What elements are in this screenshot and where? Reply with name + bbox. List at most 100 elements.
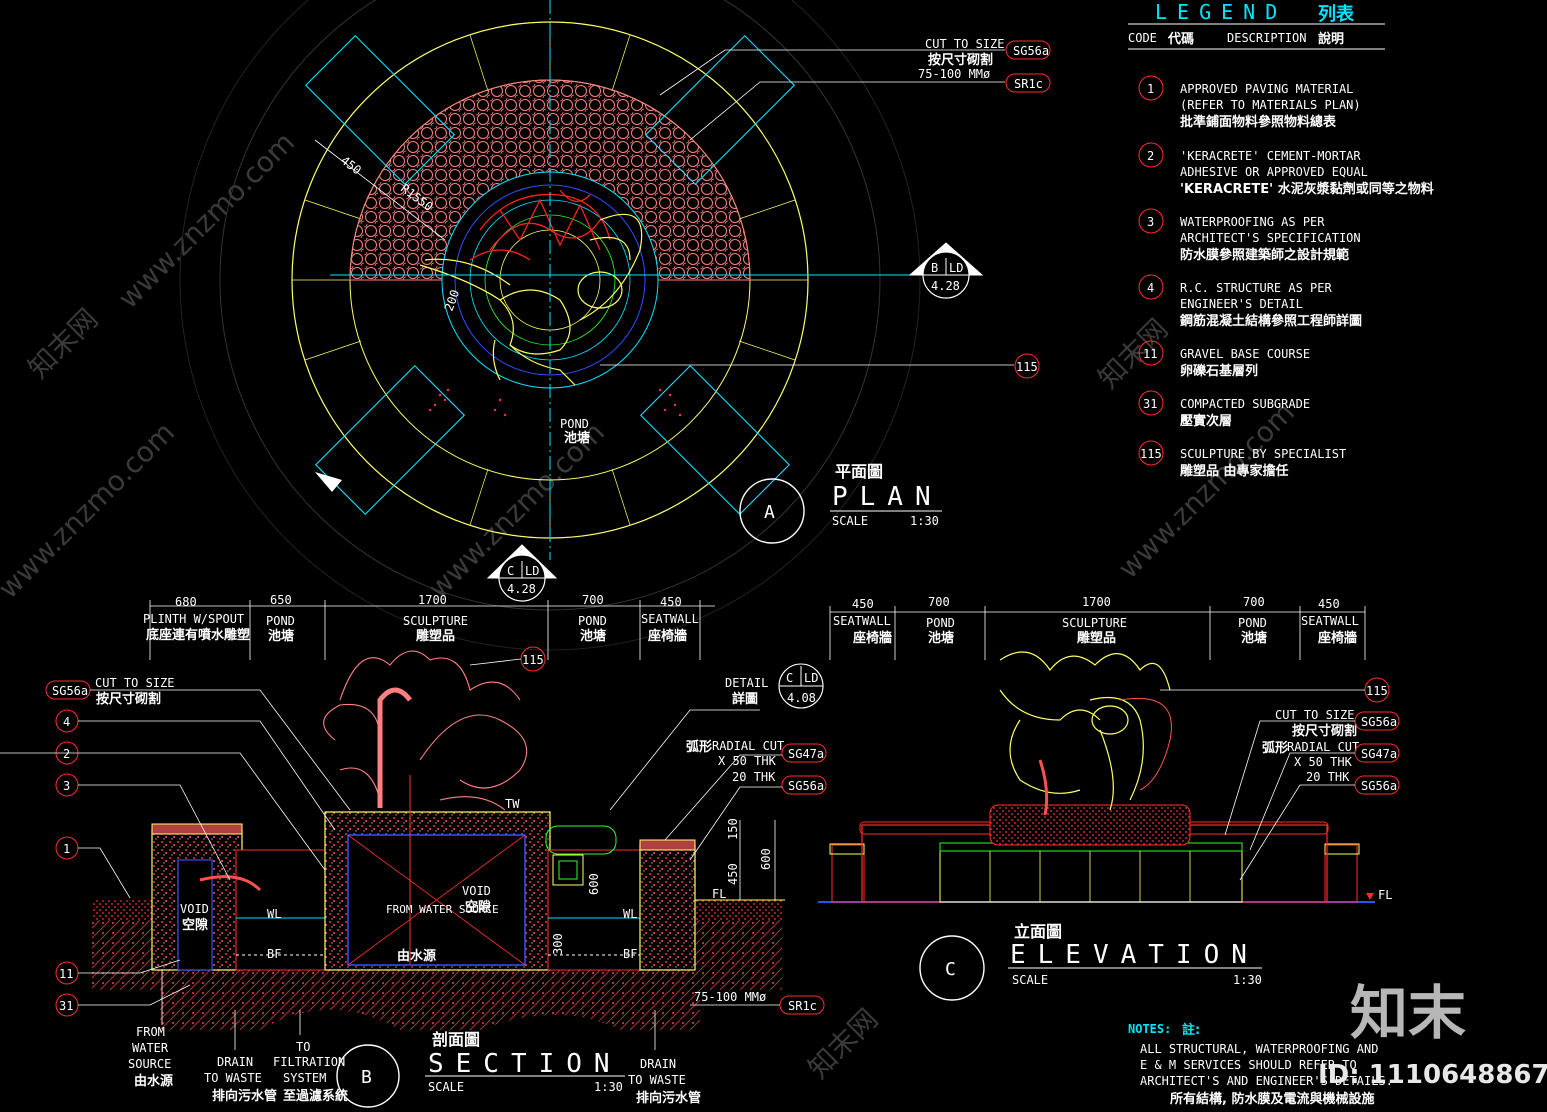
section-drain1-cn: 排向污水管 xyxy=(212,1088,277,1104)
plan-marker-c-letter: C xyxy=(507,564,514,578)
section-dim-300: 300 xyxy=(551,933,565,955)
elevation-scale: 1:30 xyxy=(1233,973,1262,987)
section-radial-cut: RADIAL CUT xyxy=(712,739,784,753)
section-from-water-source: FROM WATER SOURCE xyxy=(386,903,499,916)
legend-item-line: APPROVED PAVING MATERIAL xyxy=(1180,82,1353,96)
notes-label: NOTES: xyxy=(1128,1022,1171,1036)
elevation-title: ELEVATION xyxy=(1010,940,1259,970)
brand-watermark: 知末 ID: 1110648867 xyxy=(1318,979,1547,1090)
elevation-tag-115: 115 xyxy=(1366,684,1388,698)
section-tw-label: TW xyxy=(505,797,520,811)
section-filt-c: SYSTEM xyxy=(283,1071,326,1085)
legend-item: 3 WATERPROOFING AS PER ARCHITECT'S SPECI… xyxy=(1138,208,1361,263)
elevation-dim: 450 xyxy=(852,597,874,611)
elevation-zone-label: SEATWALL xyxy=(1301,614,1359,628)
section-tag-sg47a: SG47a xyxy=(788,747,824,761)
section-filt-b: FILTRATION xyxy=(273,1055,345,1069)
section-bottom-water: WATER xyxy=(132,1041,169,1055)
legend-item-line: ENGINEER'S DETAIL xyxy=(1180,297,1303,311)
section-dim: 650 xyxy=(270,593,292,607)
legend-item-line: ARCHITECT'S SPECIFICATION xyxy=(1180,231,1361,245)
section-zone-label-cn: 底座連有噴水雕塑 xyxy=(146,627,250,643)
elevation-zone-label: SEATWALL xyxy=(833,614,891,628)
section-dim-600: 600 xyxy=(759,848,773,870)
section-callouts: SG56a CUT TO SIZE 按尺寸砌割 4 2 3 1 11 31 xyxy=(0,676,351,1017)
section-radial-cut-cn: 弧形 xyxy=(686,739,712,755)
section-dim-600b: 600 xyxy=(587,873,601,895)
legend-item: 2 'KERACRETE' CEMENT-MORTAR ADHESIVE OR … xyxy=(1138,142,1434,197)
section-marker-c: C LD 4.28 xyxy=(486,544,558,602)
elevation-title-cn: 立面圖 xyxy=(1014,922,1062,941)
section-title-cn: 剖面圖 xyxy=(432,1030,480,1049)
plan-dim-450: 450 xyxy=(338,153,364,177)
elevation-20-thk: 20 THK xyxy=(1306,770,1350,784)
elevation-tag-sg56a-2: SG56a xyxy=(1361,779,1397,793)
legend-item-code: 31 xyxy=(1143,397,1157,411)
section-bf-left: BF xyxy=(267,947,281,961)
legend-item-code: 1 xyxy=(1147,82,1154,96)
section-callout: 2 xyxy=(63,747,70,761)
section-tag-sr1c: SR1c xyxy=(788,999,817,1013)
section-callout: 4 xyxy=(63,715,70,729)
legend-header-desc: DESCRIPTION xyxy=(1227,31,1306,45)
plan-scale-label: SCALE xyxy=(832,514,868,528)
section-drain1-a: DRAIN xyxy=(217,1055,253,1069)
plan-marker-b-letter: B xyxy=(931,261,938,275)
elevation-x50-thk: X 50 THK xyxy=(1294,755,1353,769)
notes-label-cn: 註: xyxy=(1182,1022,1200,1038)
brand-logo-text: 知末 xyxy=(1350,979,1466,1047)
notes-block: NOTES: 註: ALL STRUCTURAL, WATERPROOFING … xyxy=(1128,1022,1393,1107)
legend-item-code: 3 xyxy=(1147,215,1154,229)
elevation-tag-sg47a: SG47a xyxy=(1361,747,1397,761)
section-sculpture xyxy=(323,650,528,811)
section-wl-right: WL xyxy=(623,907,637,921)
legend-item-line: R.C. STRUCTURE AS PER xyxy=(1180,281,1332,295)
section-zone-label-cn: 池塘 xyxy=(268,628,294,644)
section-dim-450: 450 xyxy=(726,863,740,885)
plan-marker-b-sheet: 4.28 xyxy=(931,279,960,293)
legend-item-line: 'KERACRETE' CEMENT-MORTAR xyxy=(1180,149,1361,163)
legend-item-line: SCULPTURE BY SPECIALIST xyxy=(1180,447,1346,461)
legend-item-code: 115 xyxy=(1140,447,1162,461)
section-title-letter: B xyxy=(361,1067,372,1088)
elevation-cut-to-size: CUT TO SIZE xyxy=(1275,708,1354,722)
watermark-text: www.znzmo.com xyxy=(0,416,181,605)
section-dim-150: 150 xyxy=(726,818,740,840)
section-zone-label: POND xyxy=(266,614,295,628)
section-bottom-source: SOURCE xyxy=(128,1057,171,1071)
section-wl-left: WL xyxy=(267,907,281,921)
plan-marker-c-ld: LD xyxy=(525,564,539,578)
legend-item-line: 防水膜參照建築師之設計規範 xyxy=(1180,247,1349,263)
plan-scale: 1:30 xyxy=(910,514,939,528)
section-x50-thk: X 50 THK xyxy=(718,754,777,768)
section-tag-sg56a-2: SG56a xyxy=(788,779,824,793)
water-spray xyxy=(428,388,682,417)
legend-header-code: CODE xyxy=(1128,31,1157,45)
legend-item-line: ADHESIVE OR APPROVED EQUAL xyxy=(1180,165,1368,179)
section-detail-c: C xyxy=(786,671,793,685)
elevation-radial-cut-cn: 弧形 xyxy=(1262,740,1288,756)
section-from-water-source-cn: 由水源 xyxy=(397,948,436,964)
legend-item-code: 2 xyxy=(1147,149,1154,163)
plan-cut-to-size: CUT TO SIZE xyxy=(925,37,1004,51)
elevation-dim: 700 xyxy=(928,595,950,609)
section-void-center: VOID xyxy=(462,884,491,898)
watermark-text: www.znzmo.com xyxy=(112,126,301,315)
section-zone-label-cn: 池塘 xyxy=(580,628,606,644)
section-tag-115: 115 xyxy=(522,653,544,667)
elevation-zone-label: SCULPTURE xyxy=(1062,616,1127,630)
section-zone-label-cn: 雕塑品 xyxy=(416,628,455,644)
legend-header-desc-cn: 說明 xyxy=(1318,31,1344,47)
section-filt-cn: 至過濾系統 xyxy=(283,1088,348,1104)
section-bf-right: BF xyxy=(623,947,637,961)
plan-marker-b-ld: LD xyxy=(949,261,963,275)
section-callout: 1 xyxy=(63,842,70,856)
plan-cut-to-size-cn: 按尺寸砌割 xyxy=(928,52,993,68)
section-zone-label: SEATWALL xyxy=(641,612,699,626)
watermark-text: 知末网 xyxy=(802,1002,885,1085)
legend-item-line: (REFER TO MATERIALS PLAN) xyxy=(1180,98,1361,112)
legend-title: LEGEND xyxy=(1155,0,1287,24)
legend-item-line: 鋼筋混凝土結構參照工程師詳圖 xyxy=(1179,313,1362,329)
section-drain1-b: TO WASTE xyxy=(204,1071,262,1085)
section-size-note: 75-100 MMø xyxy=(694,990,766,1004)
